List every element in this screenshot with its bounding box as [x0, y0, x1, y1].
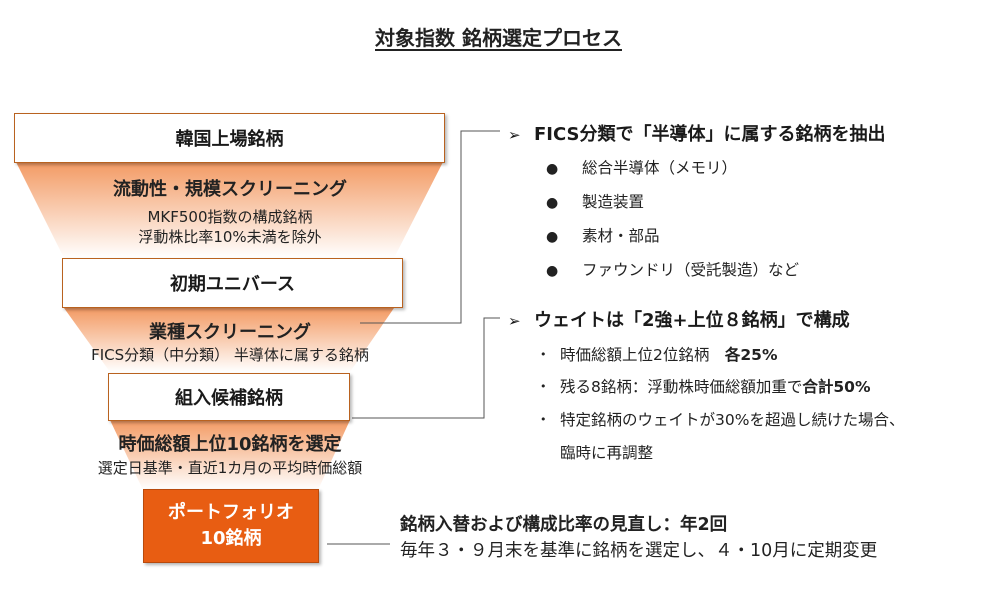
screen2-text: 業種スクリーニング FICS分類（中分類） 半導体に属する銘柄	[40, 318, 420, 365]
page-title: 対象指数 銘柄選定プロセス	[375, 26, 622, 50]
screen3-line1: 選定日基準・直近1カ月の平均時価総額	[97, 459, 363, 477]
portfolio-line1: ポートフォリオ	[168, 502, 294, 523]
dot-bullet-icon: ●	[546, 161, 559, 177]
panel2-heading-row: ➢ ウェイトは「2強+上位８銘柄」で構成	[508, 306, 850, 332]
box-initial-universe: 初期ユニバース	[62, 258, 403, 308]
arrow-bullet-icon: ➢	[508, 312, 521, 330]
portfolio-line2: 10銘柄	[200, 528, 262, 549]
dot-bullet-icon: ●	[546, 195, 559, 211]
funnel-segment-3	[110, 420, 350, 490]
screen1-line1: MKF500指数の構成銘柄	[147, 208, 313, 226]
panel2-heading: ウェイトは「2強+上位８銘柄」で構成	[534, 310, 850, 331]
dot-bullet-icon: ●	[546, 263, 559, 279]
screen2-line1: FICS分類（中分類） 半導体に属する銘柄	[91, 346, 369, 364]
dot-bullet-icon: •	[540, 380, 547, 393]
panel2-item-1: •時価総額上位2位銘柄 各25%	[540, 346, 778, 364]
screen3-text: 時価総額上位10銘柄を選定 選定日基準・直近1カ月の平均時価総額	[40, 430, 420, 478]
screen1-text: 流動性・規模スクリーニング MKF500指数の構成銘柄 浮動株比率10%未満を除…	[40, 175, 420, 247]
arrow-bullet-icon: ➢	[508, 126, 521, 144]
panel1-item-1: ●総合半導体（メモリ）	[546, 159, 738, 177]
funnel-segment-1	[16, 162, 443, 258]
panel2-item-2: •残る8銘柄：浮動株時価総額加重で合計50%	[540, 378, 871, 396]
review-heading: 銘柄入替および構成比率の見直し：年2回	[400, 515, 728, 535]
panel1-item-3: ●素材・部品	[546, 227, 660, 245]
screen1-heading: 流動性・規模スクリーニング	[113, 179, 347, 200]
screen1-line2: 浮動株比率10%未満を除外	[138, 228, 322, 246]
dot-bullet-icon: •	[540, 413, 547, 426]
portfolio-box: ポートフォリオ 10銘柄	[143, 489, 319, 563]
box-candidate-stocks: 組入候補銘柄	[108, 373, 350, 421]
panel1-heading-row: ➢ FICS分類で「半導体」に属する銘柄を抽出	[508, 120, 886, 146]
box-korea-listed: 韓国上場銘柄	[14, 113, 445, 163]
dot-bullet-icon: •	[540, 348, 547, 361]
connector-top	[360, 130, 500, 324]
connector-middle	[352, 317, 500, 419]
panel1-heading: FICS分類で「半導体」に属する銘柄を抽出	[534, 124, 886, 145]
panel2-item-3: •特定銘柄のウェイトが30%を超過し続けた場合、	[540, 411, 905, 429]
funnel-segment-2	[64, 308, 394, 372]
panel1-item-2: ●製造装置	[546, 193, 645, 211]
dot-bullet-icon: ●	[546, 229, 559, 245]
review-text: 毎年３・９月末を基準に銘柄を選定し、４・10月に定期変更	[400, 541, 878, 561]
screen3-heading: 時価総額上位10銘柄を選定	[118, 434, 342, 455]
panel2-item-3-cont: 臨時に再調整	[560, 444, 654, 462]
screen2-heading: 業種スクリーニング	[149, 322, 311, 343]
panel1-item-4: ●ファウンドリ（受託製造）など	[546, 261, 800, 279]
